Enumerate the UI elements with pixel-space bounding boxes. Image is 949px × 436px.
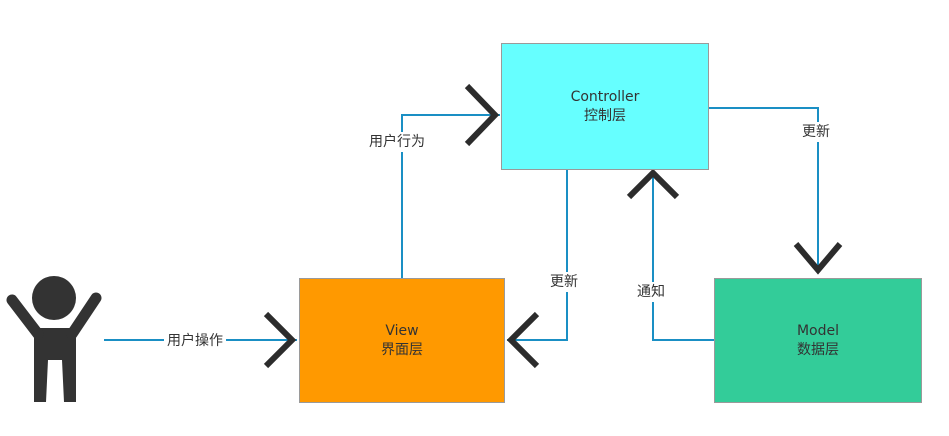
user-behavior-line	[401, 114, 500, 278]
view-subtitle: 界面层	[381, 341, 423, 358]
user-behavior-label: 用户行为	[366, 132, 428, 152]
controller-node: Controller 控制层	[501, 43, 709, 170]
controller-to-model-label: 更新	[799, 122, 833, 142]
view-node: View 界面层	[299, 278, 505, 403]
arrowhead-up-controller	[626, 168, 680, 200]
arrowhead-right-view	[263, 311, 297, 369]
user-action-label: 用户操作	[164, 331, 226, 351]
model-title: Model	[796, 322, 840, 339]
controller-subtitle: 控制层	[584, 107, 626, 124]
controller-to-model-line	[709, 107, 819, 273]
arrowhead-left-view	[506, 311, 540, 369]
person-arms-raised-icon	[6, 276, 102, 402]
model-subtitle: 数据层	[797, 341, 839, 358]
controller-to-view-label: 更新	[547, 272, 581, 292]
arrowheads	[263, 83, 843, 369]
controller-title: Controller	[570, 88, 640, 105]
model-node: Model 数据层	[714, 278, 922, 403]
arrowhead-right-controller	[464, 83, 500, 147]
model-to-controller-line	[652, 172, 714, 341]
model-to-controller-label: 通知	[634, 282, 668, 302]
view-title: View	[385, 322, 419, 339]
arrowhead-down-model	[793, 242, 843, 275]
controller-to-view-line	[507, 170, 568, 341]
